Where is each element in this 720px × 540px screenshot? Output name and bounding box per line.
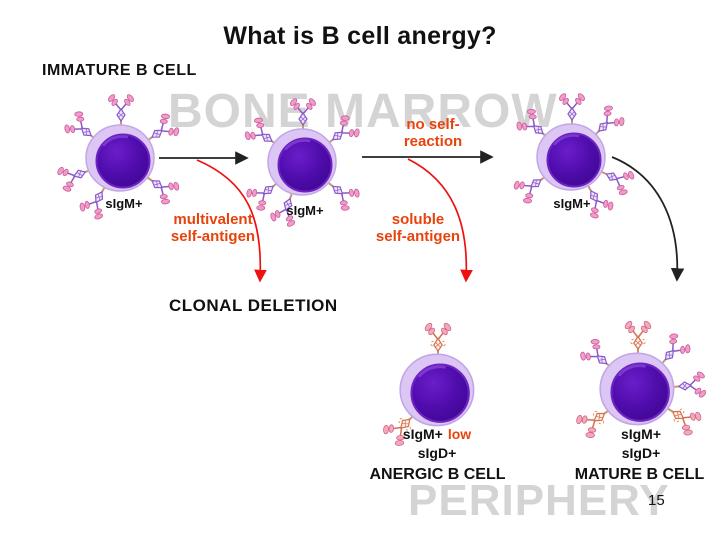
cell-body [266, 127, 338, 197]
b-cell-mature [571, 319, 709, 443]
no-self-reaction-annotation: no self- reaction [403, 116, 463, 150]
watermark-bone-marrow: BONE MARROW [168, 85, 558, 138]
anergic-sigm-low-text: low [447, 426, 472, 442]
mature-sigm-label: sIgM+ [620, 426, 662, 442]
igm-receptor-icon [669, 369, 709, 402]
watermark-periphery: PERIPHERY [408, 476, 670, 525]
immature-b-cell-label: IMMATURE B CELL [42, 62, 197, 79]
multivalent-self-antigen-annotation: multivalent self-antigen [170, 211, 256, 245]
igd-receptor-icon [622, 319, 654, 357]
cell-body [84, 123, 156, 193]
cell1-sigm-label: sIgM+ [105, 196, 143, 211]
anergic-sigm-text: sIgM+ [402, 426, 443, 442]
igd-receptor-icon [422, 321, 454, 359]
cell-body [598, 351, 675, 426]
cell-body [535, 122, 607, 192]
arrow-soluble-to-anergic [407, 158, 473, 283]
arrow-multivalent-to-clonal-deletion [196, 159, 267, 283]
cell-body [398, 352, 475, 427]
igm-receptor-icon [288, 96, 318, 133]
igm-receptor-icon [557, 91, 587, 128]
mature-b-cell-label: MATURE B CELL [574, 466, 705, 483]
igm-receptor-icon [106, 92, 136, 129]
slide-title: What is B cell anergy? [223, 22, 497, 50]
soluble-self-antigen-annotation: soluble self-antigen [375, 211, 461, 245]
mature-sigd-label: sIgD+ [621, 445, 661, 461]
cell3-sigm-label: sIgM+ [553, 196, 591, 211]
anergic-b-cell-label: ANERGIC B CELL [369, 466, 506, 483]
cell2-sigm-label: sIgM+ [286, 203, 324, 218]
arrow-cell3-to-mature [611, 156, 685, 282]
anergic-sigm-label: sIgM+low [372, 426, 502, 442]
page-number: 15 [648, 492, 665, 509]
clonal-deletion-label: CLONAL DELETION [169, 296, 338, 315]
anergic-sigd-label: sIgD+ [417, 445, 457, 461]
